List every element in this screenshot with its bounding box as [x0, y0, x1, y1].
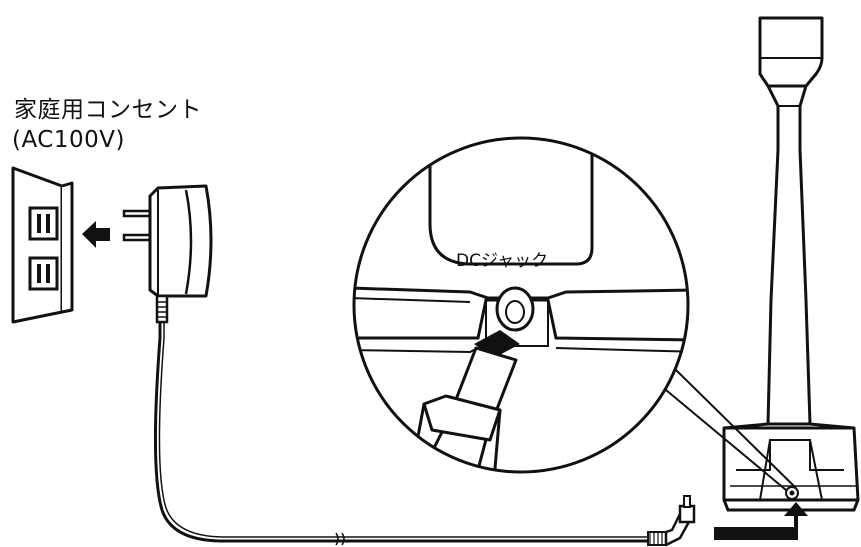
- outlet-socket-lower: [28, 256, 59, 291]
- dc-plug: [647, 495, 696, 547]
- arrow-up-icon: [714, 502, 808, 540]
- power-cable: [153, 322, 652, 543]
- outlet-socket-upper: [28, 206, 59, 241]
- dc-jack-label: DCジャック: [456, 251, 549, 271]
- outlet-title: 家庭用コンセント: [14, 97, 202, 123]
- magnified-view: [352, 136, 690, 474]
- outlet-voltage: (AC100V): [12, 127, 125, 153]
- wall-outlet: [11, 166, 74, 324]
- stand: [722, 16, 860, 512]
- ac-adapter: [122, 184, 213, 324]
- arrow-left-icon: [82, 221, 110, 248]
